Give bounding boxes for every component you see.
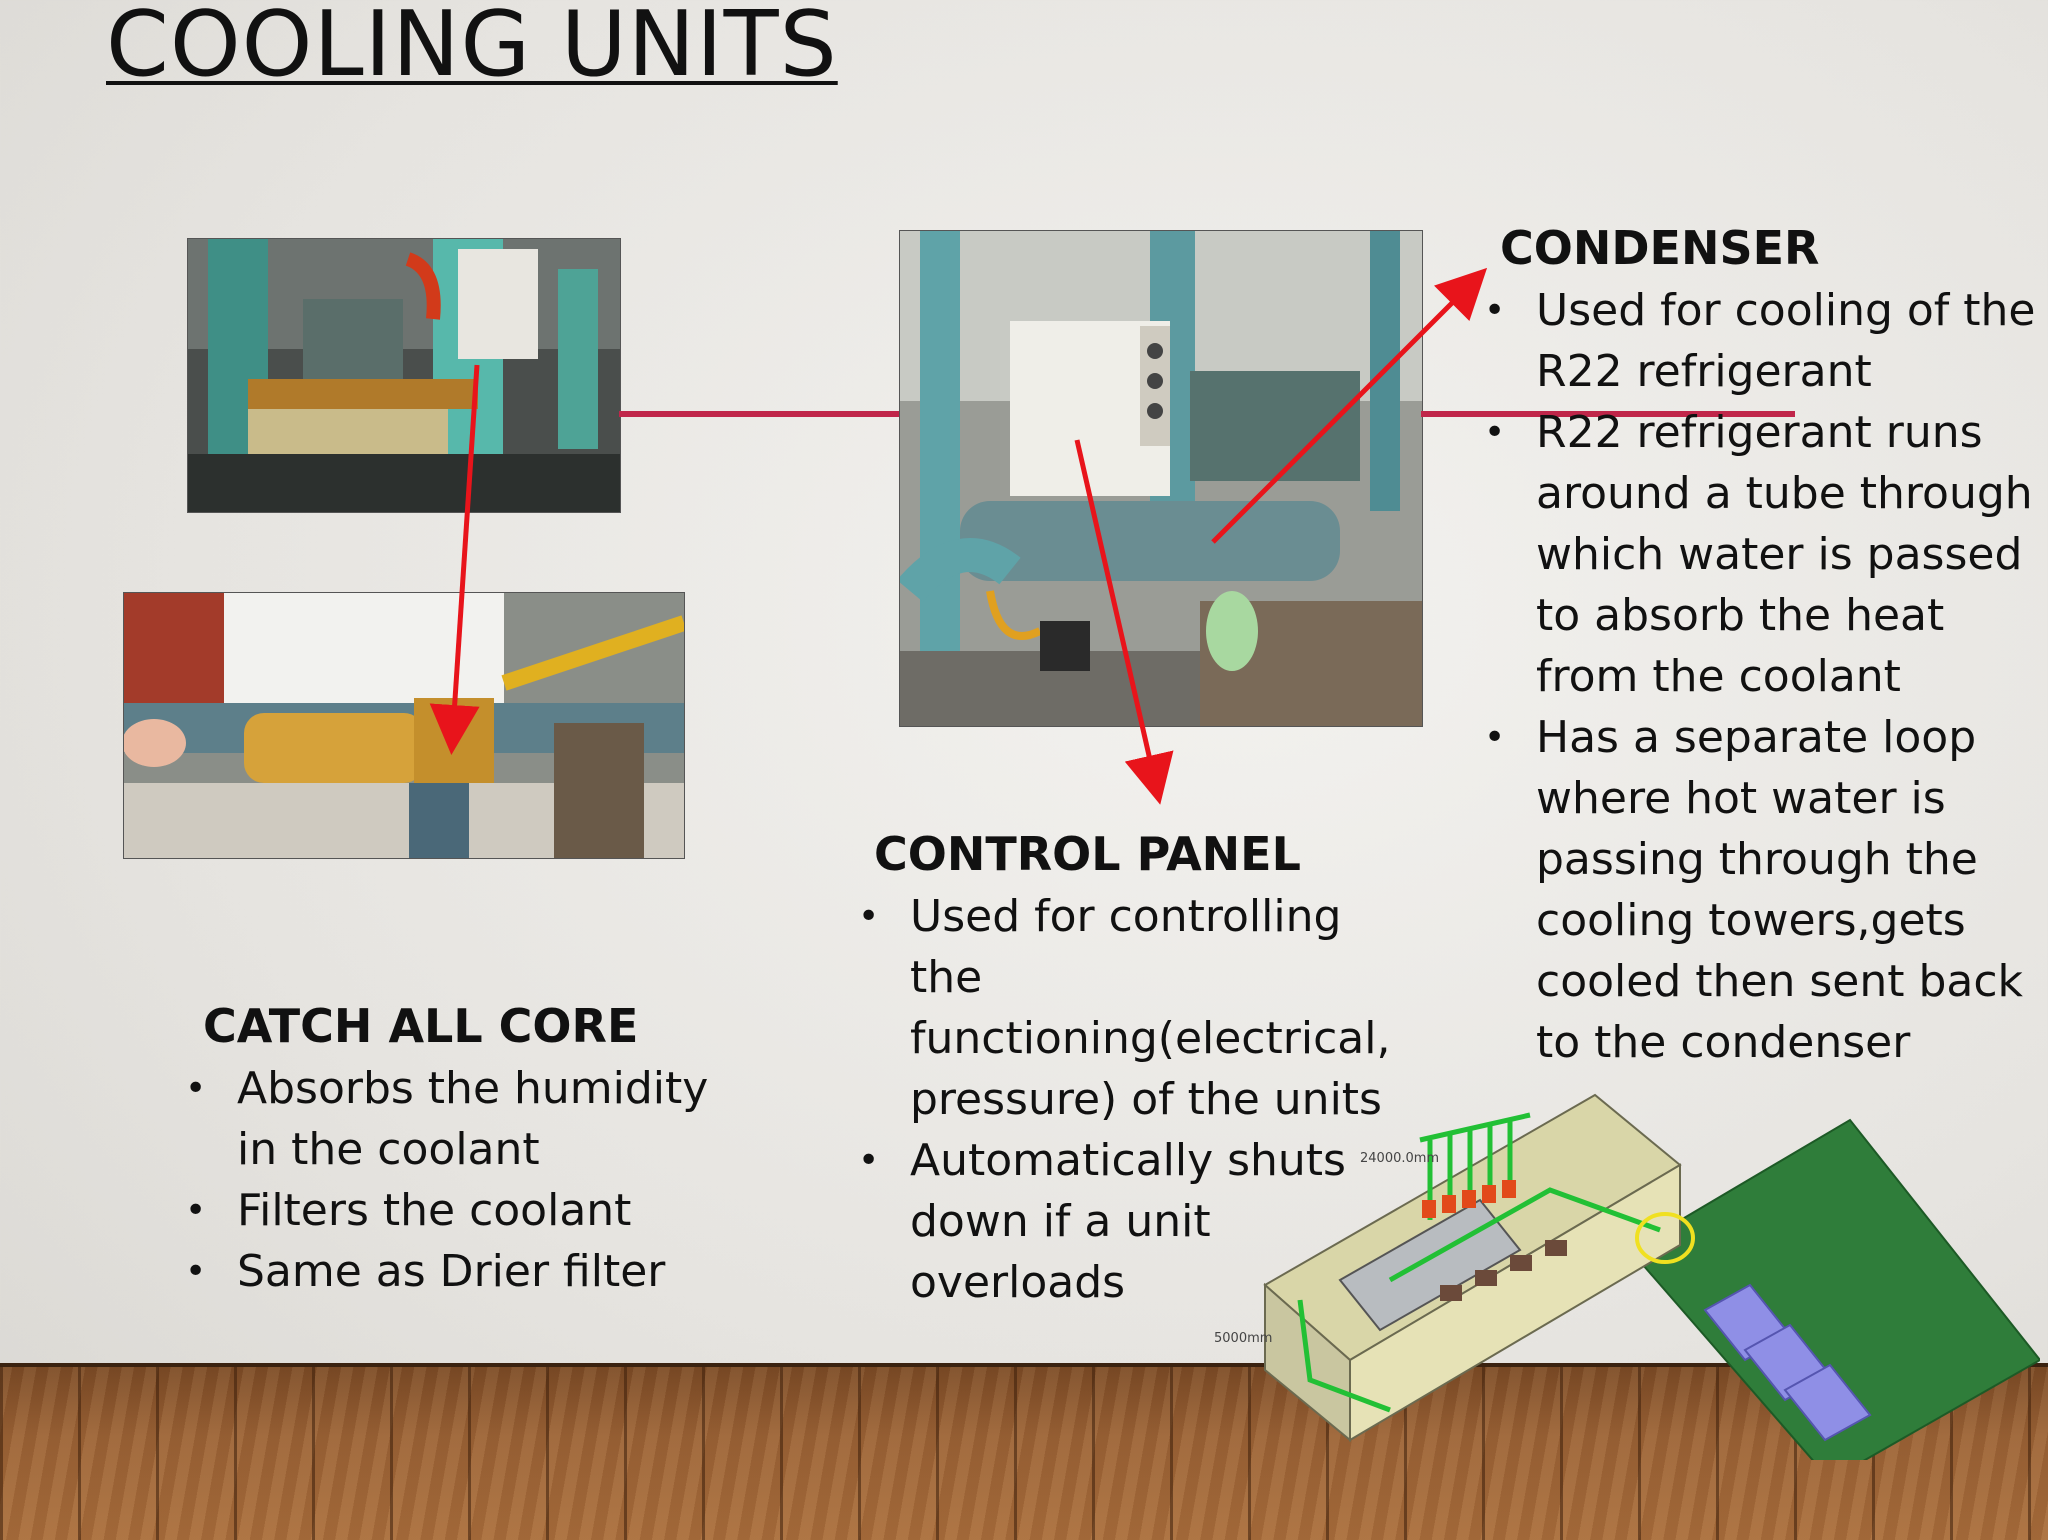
wooden-floor bbox=[0, 1363, 2048, 1540]
slide-title: COOLING UNITS bbox=[106, 0, 838, 97]
plant-layout-diagram: 24000.0mm 5000mm bbox=[1190, 1080, 2040, 1460]
catch-all-core-heading: CATCH ALL CORE bbox=[203, 999, 639, 1053]
condenser-section: CONDENSER Used for cooling of the R22 re… bbox=[1478, 220, 2038, 1073]
catch-all-core-bullet-1: Absorbs the humidity in the coolant bbox=[179, 1058, 759, 1180]
control-panel-bullet-1: Used for controlling the functioning(ele… bbox=[852, 886, 1422, 1130]
control-panel-section: CONTROL PANEL Used for controlling the f… bbox=[852, 826, 1422, 1313]
condenser-bullet-2: R22 refrigerant runs around a tube throu… bbox=[1478, 402, 2038, 707]
condenser-bullet-1: Used for cooling of the R22 refrigerant bbox=[1478, 280, 2038, 402]
layout-dim-height: 5000mm bbox=[1214, 1331, 1272, 1346]
photo-catch-all-core bbox=[123, 592, 685, 859]
photo-chiller-control-panel bbox=[899, 230, 1423, 727]
control-panel-heading: CONTROL PANEL bbox=[874, 827, 1301, 881]
layout-dim-width: 24000.0mm bbox=[1360, 1151, 1439, 1166]
photo-compressor bbox=[187, 238, 621, 513]
catch-all-core-section: CATCH ALL CORE Absorbs the humidity in t… bbox=[179, 998, 759, 1302]
control-panel-bullets: Used for controlling the functioning(ele… bbox=[852, 886, 1422, 1313]
catch-all-core-bullet-3: Same as Drier filter bbox=[179, 1241, 759, 1302]
condenser-bullets: Used for cooling of the R22 refrigerant … bbox=[1478, 280, 2038, 1073]
catch-all-core-bullet-2: Filters the coolant bbox=[179, 1180, 759, 1241]
control-panel-bullet-2: Automatically shuts down if a unit overl… bbox=[852, 1130, 1422, 1313]
catch-all-core-bullets: Absorbs the humidity in the coolant Filt… bbox=[179, 1058, 759, 1302]
condenser-bullet-3: Has a separate loop where hot water is p… bbox=[1478, 707, 2038, 1073]
condenser-heading: CONDENSER bbox=[1500, 221, 1820, 275]
